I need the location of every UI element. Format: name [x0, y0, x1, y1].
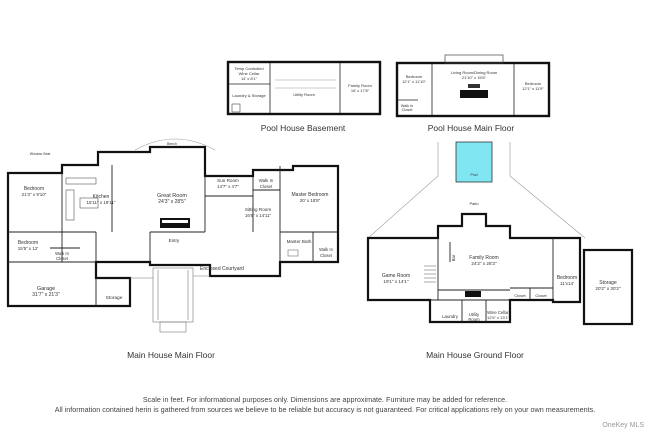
room-label: 24'2" x 28'3" — [471, 261, 497, 266]
room-label: Closet — [402, 108, 414, 112]
section-title: Main House Main Floor — [127, 350, 215, 360]
room-label: 14' x 8'1" — [241, 76, 258, 81]
section-title: Pool House Main Floor — [428, 123, 515, 133]
room-label: Enclosed Courtyard — [200, 266, 244, 272]
room-label: Laundry & Storage — [232, 93, 266, 98]
room-label: 16' x 17'8" — [351, 88, 370, 93]
room-label: Walk In — [401, 104, 414, 108]
main-house-ground-floor-plan: Pool Patio Bar Family Room — [366, 141, 634, 360]
room-label: 11'x14' — [560, 281, 574, 286]
room-label: 19'1" x 14'1" — [383, 279, 409, 284]
room-label: Closet — [320, 253, 333, 258]
room-label: Storage — [106, 295, 123, 301]
room-label: Laundry — [442, 314, 459, 319]
room-label: Window Seat — [30, 152, 51, 156]
room-label: Patio — [469, 201, 479, 206]
room-label: Bench — [167, 142, 177, 146]
room-label: Closet — [56, 256, 69, 261]
room-label: Bedroom — [557, 275, 577, 281]
room-label: Closet — [514, 293, 526, 298]
pool-rect — [455, 141, 493, 183]
room-label: Sitting Room — [245, 207, 271, 212]
room-label: Temp Controlled — [234, 66, 263, 71]
disclaimer-line-2: All information contained herin is gathe… — [54, 405, 596, 414]
main-house-main-floor-plan: Window Seat Bench Bedroom 21'3" x 9'10" … — [6, 138, 340, 360]
room-label: 21'3" x 9'10" — [22, 192, 47, 197]
room-label: Bedroom — [525, 81, 542, 86]
room-label: Wine Cellar — [487, 310, 509, 315]
room-label: 20'2" x 30'2" — [595, 286, 621, 291]
room-label: Garage — [37, 286, 55, 292]
room-label: Walk In — [259, 178, 274, 183]
room-label: 20' x 18'8" — [300, 198, 321, 203]
room-label: Living Room/Dining Room — [451, 70, 498, 75]
room-label: Walk In — [55, 251, 69, 256]
room-label: Kitchen — [93, 194, 110, 200]
room-label: Great Room — [157, 193, 187, 199]
room-label: Sun Room — [217, 178, 239, 183]
room-label: 15'11" x 19'11" — [86, 200, 115, 205]
section-title: Pool House Basement — [261, 123, 346, 133]
room-label: Utility — [469, 312, 480, 317]
watermark: OneKey MLS — [602, 422, 644, 429]
room-label: Closet — [535, 293, 547, 298]
room-label: Bedroom — [18, 240, 38, 246]
room-label: Master Bedroom — [292, 192, 329, 198]
room-label: Family Room — [469, 255, 498, 261]
room-label: Storage — [599, 280, 617, 286]
room-label: Wine Cellar — [239, 71, 260, 76]
room-label: 14'7" x 4'7" — [217, 184, 239, 189]
room-label: 16'6" x 14'11" — [245, 213, 272, 218]
room-label: Utility Room — [293, 92, 315, 97]
room-label: 21'10" x 15'6" — [462, 75, 487, 80]
pool-house-basement-plan: Temp Controlled Wine Cellar 14' x 8'1" L… — [226, 60, 382, 133]
room-label: 24'3" x 28'5" — [158, 199, 186, 205]
disclaimer-line-1: Scale in feet. For informational purpose… — [142, 395, 508, 404]
room-label: Bedroom — [406, 74, 423, 79]
room-label: Bar — [451, 254, 456, 261]
room-label: Family Room — [348, 83, 372, 88]
section-title: Main House Ground Floor — [426, 350, 524, 360]
room-label: 31'7" x 21'3" — [32, 292, 60, 298]
room-label: Walk In — [319, 247, 333, 252]
room-label: 12'1" x 11'10" — [402, 79, 426, 84]
room-label: 12'5" x 13'1" — [487, 315, 510, 320]
pool-house-main-floor-plan: Bedroom 12'1" x 11'10" Living Room/Dinin… — [395, 54, 551, 133]
room-label: Bedroom — [24, 186, 44, 192]
room-label: Pool — [470, 173, 477, 177]
room-label: Master Bath — [287, 239, 312, 244]
room-label: 15'5" x 12' — [18, 246, 39, 251]
room-label: Entry — [169, 238, 180, 243]
room-label: Closet — [260, 184, 273, 189]
room-label: Game Room — [382, 273, 410, 279]
room-label: Room — [468, 317, 480, 322]
room-label: 12'1" x 11'9" — [522, 86, 544, 91]
